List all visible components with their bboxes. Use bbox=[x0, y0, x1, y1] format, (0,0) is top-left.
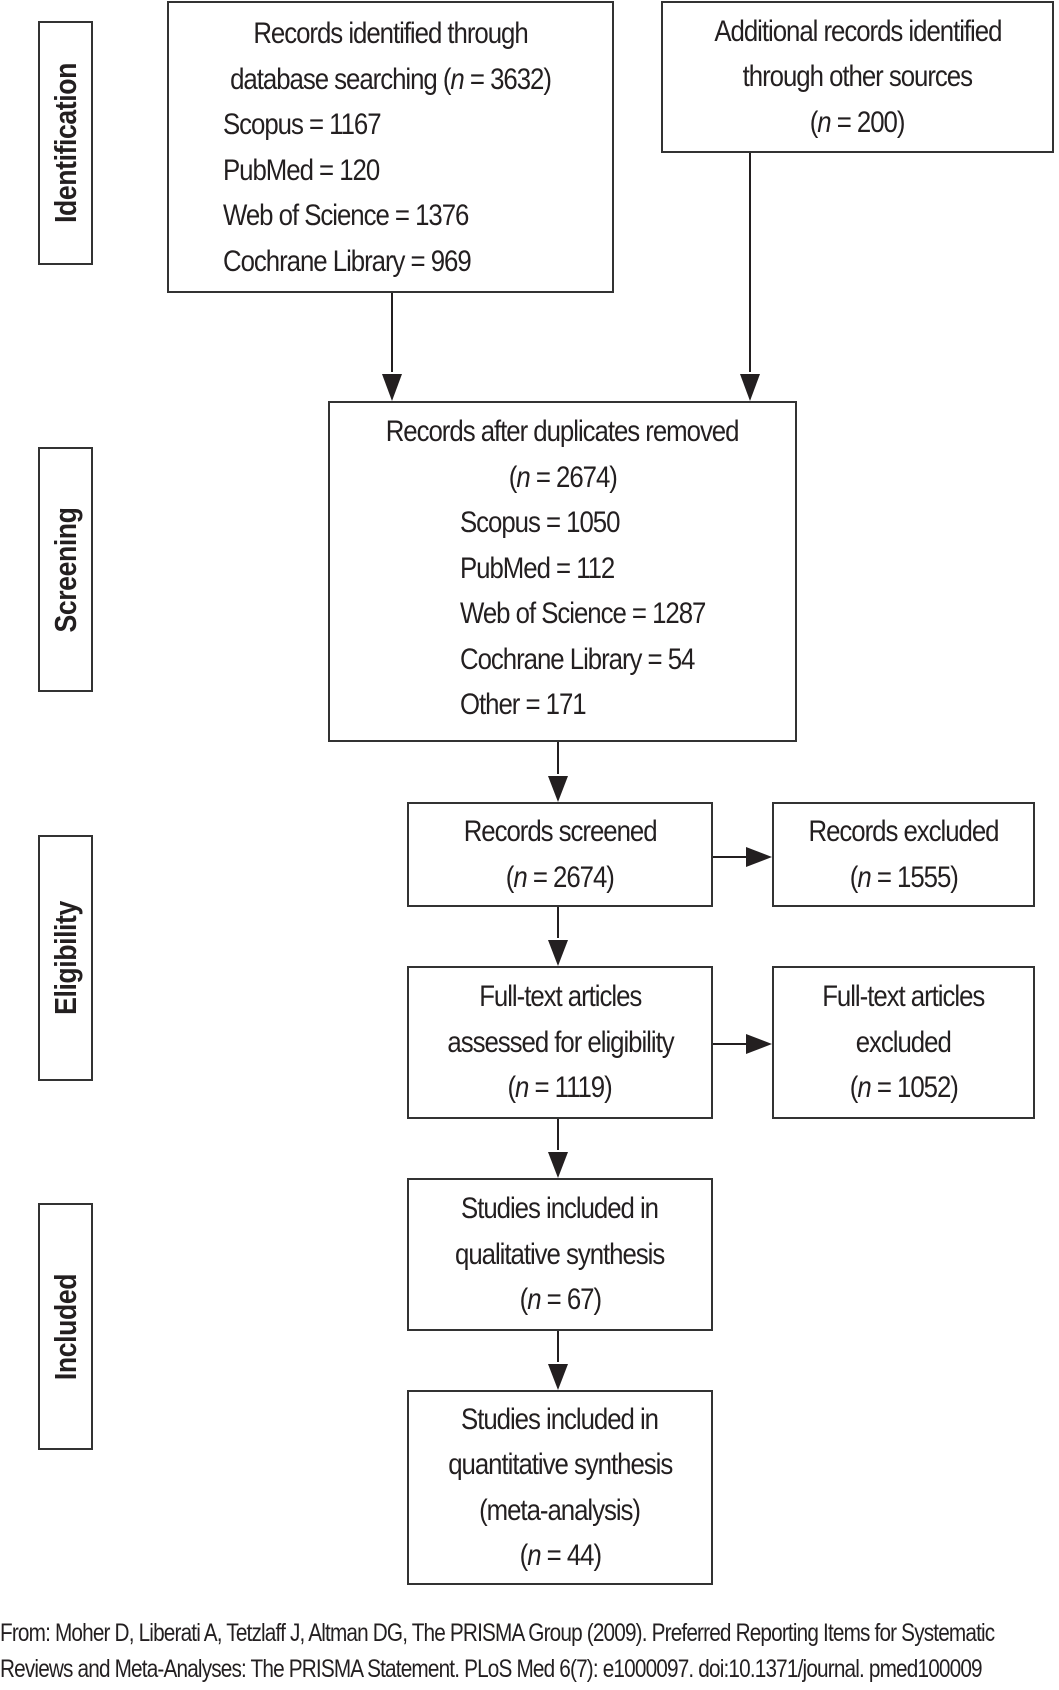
box-duplicates-removed: Records after duplicates removed (n = 26… bbox=[328, 401, 797, 742]
dedup-source-web-of-science: Web of Science = 1287 bbox=[460, 597, 706, 630]
dedup-source-pubmed: PubMed = 112 bbox=[460, 551, 615, 585]
box-other-sources: Additional records identified through ot… bbox=[661, 1, 1054, 153]
fulltext-assessed-line-1: Full-text articles bbox=[478, 980, 642, 1014]
arrowhead-duplicates-to-screened bbox=[548, 776, 568, 802]
fulltext-assessed-line-2: assessed for eligibility bbox=[446, 1025, 674, 1059]
database-search-sources: Scopus = 1167 PubMed = 120 Web of Scienc… bbox=[223, 102, 511, 284]
box-quantitative-synthesis: Studies included in quantitative synthes… bbox=[407, 1390, 713, 1585]
duplicates-removed-count: (n = 2674) bbox=[508, 460, 617, 494]
box-records-excluded: Records excluded (n = 1555) bbox=[772, 802, 1035, 907]
arrowhead-screened-to-fulltext bbox=[548, 940, 568, 966]
source-scopus: Scopus = 1167 bbox=[223, 108, 382, 141]
dedup-source-scopus: Scopus = 1050 bbox=[460, 506, 620, 539]
qualitative-count: (n = 67) bbox=[519, 1283, 601, 1317]
arrowhead-other-to-duplicates bbox=[740, 374, 760, 401]
quantitative-line-3: (meta-analysis) bbox=[479, 1493, 642, 1527]
arrowhead-qualitative-to-quantitative bbox=[548, 1364, 568, 1390]
dedup-source-other: Other = 171 bbox=[460, 688, 587, 721]
arrowhead-database-to-duplicates bbox=[382, 374, 402, 401]
arrowhead-screened-to-excluded bbox=[746, 847, 772, 867]
source-web-of-science: Web of Science = 1376 bbox=[223, 199, 469, 232]
fulltext-excluded-line-2: excluded bbox=[855, 1025, 952, 1059]
box-fulltext-excluded: Full-text articles excluded (n = 1052) bbox=[772, 966, 1035, 1119]
source-pubmed: PubMed = 120 bbox=[223, 153, 380, 187]
quantitative-line-1: Studies included in bbox=[461, 1402, 660, 1436]
box-records-screened: Records screened (n = 2674) bbox=[407, 802, 713, 907]
stage-label-eligibility: Eligibility bbox=[38, 835, 93, 1081]
records-screened-count: (n = 2674) bbox=[505, 860, 615, 894]
qualitative-line-1: Studies included in bbox=[461, 1192, 660, 1226]
database-search-title-1: Records identified through bbox=[253, 17, 528, 50]
box-database-search: Records identified through database sear… bbox=[167, 1, 614, 293]
citation-line-1: From: Moher D, Liberati A, Tetzlaff J, A… bbox=[0, 1619, 995, 1647]
quantitative-count: (n = 44) bbox=[519, 1539, 601, 1572]
other-sources-line-1: Additional records identified bbox=[713, 14, 1002, 48]
records-excluded-count: (n = 1555) bbox=[849, 860, 958, 894]
dedup-source-cochrane: Cochrane Library = 54 bbox=[460, 642, 695, 676]
citation-line-2: Reviews and Meta-Analyses: The PRISMA St… bbox=[0, 1655, 983, 1683]
stage-label-included: Included bbox=[38, 1203, 93, 1450]
other-sources-count: (n = 200) bbox=[810, 105, 906, 139]
records-excluded-label: Records excluded bbox=[808, 815, 999, 848]
fulltext-excluded-line-1: Full-text articles bbox=[822, 980, 985, 1014]
arrowhead-fulltext-to-qualitative bbox=[548, 1152, 568, 1178]
fulltext-assessed-count: (n = 1119) bbox=[507, 1071, 613, 1105]
qualitative-line-2: qualitative synthesis bbox=[455, 1237, 665, 1271]
other-sources-line-2: through other sources bbox=[742, 60, 973, 94]
box-qualitative-synthesis: Studies included in qualitative synthesi… bbox=[407, 1178, 713, 1331]
records-screened-label: Records screened bbox=[463, 815, 658, 848]
arrowhead-fulltext-to-excluded bbox=[746, 1034, 772, 1054]
stage-label-identification: Identification bbox=[38, 21, 93, 265]
source-cochrane: Cochrane Library = 969 bbox=[223, 244, 472, 278]
duplicates-removed-title: Records after duplicates removed bbox=[386, 415, 740, 448]
fulltext-excluded-count: (n = 1052) bbox=[849, 1071, 958, 1105]
box-fulltext-assessed: Full-text articles assessed for eligibil… bbox=[407, 966, 713, 1119]
quantitative-line-2: quantitative synthesis bbox=[448, 1448, 673, 1481]
duplicates-removed-sources: Scopus = 1050 PubMed = 112 Web of Scienc… bbox=[460, 500, 745, 728]
stage-label-screening: Screening bbox=[38, 447, 93, 692]
database-search-title-2: database searching (n = 3632) bbox=[230, 62, 552, 96]
